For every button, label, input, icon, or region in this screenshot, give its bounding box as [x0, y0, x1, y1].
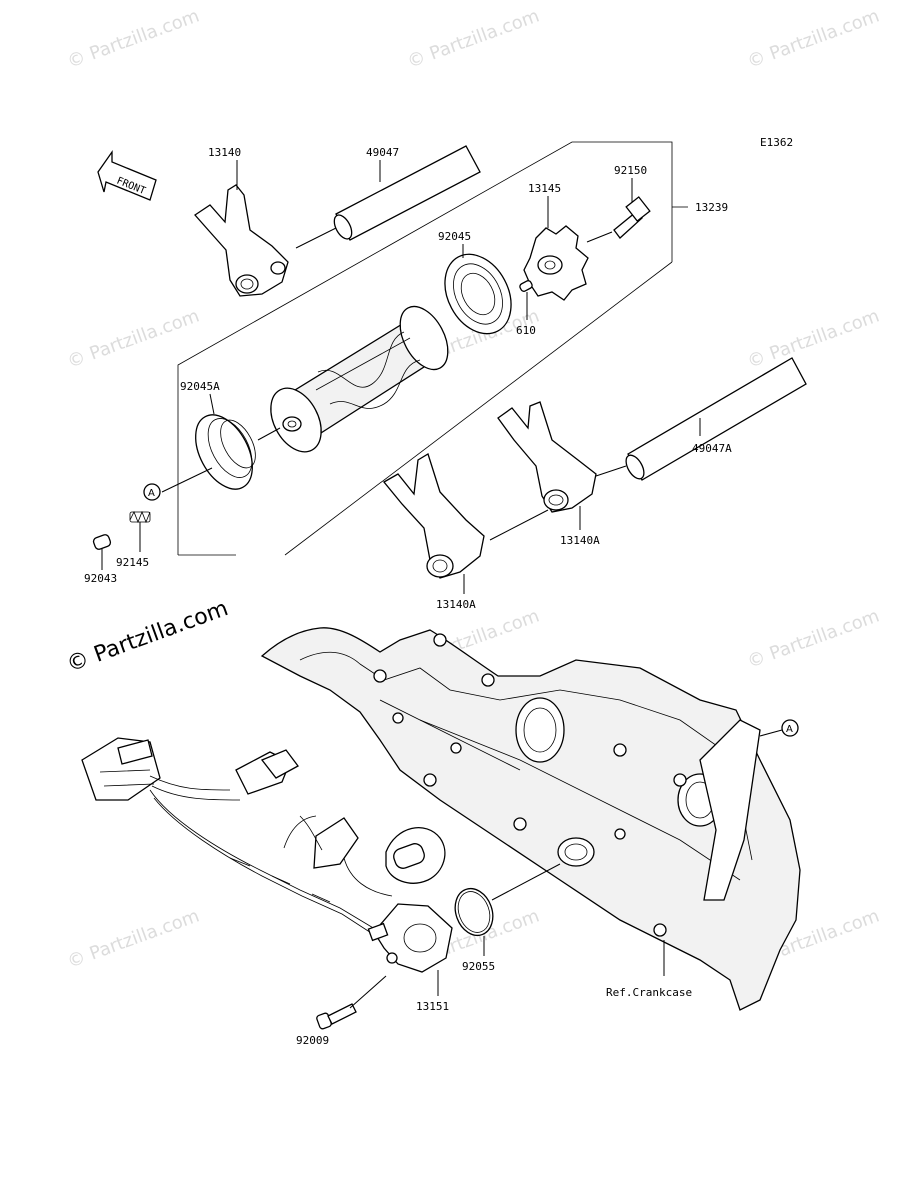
label-13140A-left: 13140A: [436, 598, 476, 611]
pin-92043: [92, 534, 112, 550]
watermark: © Partzilla.com: [745, 305, 883, 372]
bolt-92150: [613, 196, 651, 239]
watermark: © Partzilla.com: [745, 5, 883, 72]
bearing-92045: [444, 253, 512, 335]
label-ref-crankcase: Ref.Crankcase: [606, 986, 692, 999]
shift-fork-13140A-right: [497, 401, 597, 513]
shift-drum: [270, 305, 449, 453]
label-92055: 92055: [462, 960, 495, 973]
label-49047: 49047: [366, 146, 399, 159]
watermark: © Partzilla.com: [745, 605, 883, 672]
label-92145: 92145: [116, 556, 149, 569]
shift-rod-49047A: [625, 357, 807, 481]
front-arrow-icon: FRONT: [97, 149, 157, 201]
callout-a-bottom: A: [786, 724, 793, 735]
label-13140: 13140: [208, 146, 241, 159]
spring-92145: [129, 510, 151, 524]
label-92009: 92009: [296, 1034, 329, 1047]
assembly-bracket: [177, 141, 688, 556]
shift-rod-49047: [333, 145, 481, 241]
label-13239: 13239: [695, 201, 728, 214]
diagram-code: E1362: [760, 136, 793, 149]
watermark: © Partzilla.com: [65, 5, 203, 72]
label-92150: 92150: [614, 164, 647, 177]
callout-a-top: A: [148, 488, 155, 499]
shift-fork-13140A-left: [383, 453, 485, 579]
watermark: © Partzilla.com: [405, 5, 543, 72]
wiring-harness: [81, 737, 446, 941]
label-610: 610: [516, 324, 536, 337]
label-49047A: 49047A: [692, 442, 732, 455]
shift-cam-13145: [523, 225, 589, 301]
copyright-watermark: © Partzilla.com: [64, 596, 232, 678]
label-13145: 13145: [528, 182, 561, 195]
bearing-92045A: [195, 414, 256, 490]
label-13151: 13151: [416, 1000, 449, 1013]
watermark: © Partzilla.com: [65, 905, 203, 972]
label-92045A: 92045A: [180, 380, 220, 393]
o-ring-92055: [454, 887, 494, 937]
shift-fork-13140: [194, 184, 289, 297]
screw-92009: [316, 1003, 357, 1030]
label-13140A-right: 13140A: [560, 534, 600, 547]
label-92043: 92043: [84, 572, 117, 585]
label-92045: 92045: [438, 230, 471, 243]
crankcase: [260, 627, 801, 1011]
sensor-13151: [367, 903, 453, 973]
pin-610: [519, 280, 533, 292]
